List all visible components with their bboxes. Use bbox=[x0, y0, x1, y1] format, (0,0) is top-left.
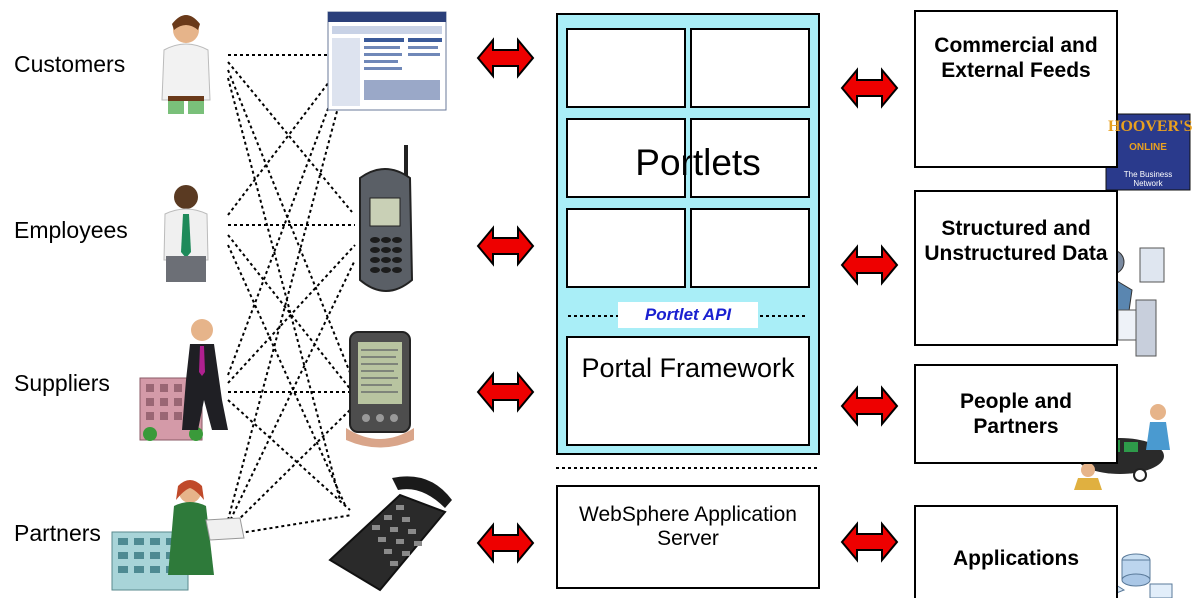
telephone-icon bbox=[328, 476, 452, 592]
people-box bbox=[914, 364, 1118, 464]
customer-person-icon bbox=[161, 15, 211, 114]
portlet-cell bbox=[690, 208, 810, 288]
double-arrow-icon bbox=[840, 385, 899, 427]
employees-label: Employees bbox=[14, 217, 128, 243]
customers-label: Customers bbox=[14, 51, 126, 77]
websphere-box bbox=[556, 485, 820, 589]
double-arrow-icon bbox=[840, 521, 899, 563]
applications-box bbox=[914, 505, 1118, 598]
data-label: Structured and Unstructured Data bbox=[924, 217, 1108, 265]
hoovers-logo-icon bbox=[1105, 113, 1191, 191]
double-arrow-icon bbox=[476, 225, 535, 267]
supplier-person-icon bbox=[139, 319, 228, 441]
websphere-label: WebSphere Application Server bbox=[579, 503, 797, 550]
employee-person-icon bbox=[163, 185, 209, 282]
double-arrow-icon bbox=[476, 371, 535, 413]
portal-framework-box bbox=[566, 336, 810, 446]
hoovers-logo-title: HOOVER'S bbox=[1108, 118, 1193, 135]
people-label: People and Partners bbox=[959, 390, 1073, 438]
portal-framework-label: Portal Framework bbox=[581, 353, 795, 383]
portlet-cell bbox=[690, 28, 810, 108]
pda-icon bbox=[346, 331, 414, 448]
connection-lines bbox=[227, 54, 356, 536]
applications-label: Applications bbox=[952, 547, 1079, 570]
portlet-cell bbox=[566, 118, 686, 198]
feeds-box bbox=[914, 10, 1118, 168]
partners-label: Partners bbox=[14, 520, 101, 546]
double-arrow-icon bbox=[476, 37, 535, 79]
hoovers-logo-tag: The Business Network bbox=[1123, 170, 1173, 188]
portlet-cell bbox=[566, 28, 686, 108]
feeds-label: Commercial and External Feeds bbox=[934, 34, 1098, 82]
partner-person-icon bbox=[111, 480, 245, 591]
suppliers-label: Suppliers bbox=[14, 370, 110, 396]
portlet-api-label: Portlet API bbox=[618, 302, 758, 328]
double-arrow-icon bbox=[840, 244, 899, 286]
double-arrow-icon bbox=[840, 67, 899, 109]
portlets-title: Portlets bbox=[635, 142, 761, 183]
portlet-cell bbox=[690, 118, 810, 198]
portlet-cell bbox=[566, 208, 686, 288]
mobile-phone-icon bbox=[359, 145, 414, 292]
data-box bbox=[914, 190, 1118, 346]
hoovers-logo-sub: ONLINE bbox=[1129, 142, 1167, 153]
web-browser-icon bbox=[327, 11, 447, 111]
double-arrow-icon bbox=[476, 522, 535, 564]
